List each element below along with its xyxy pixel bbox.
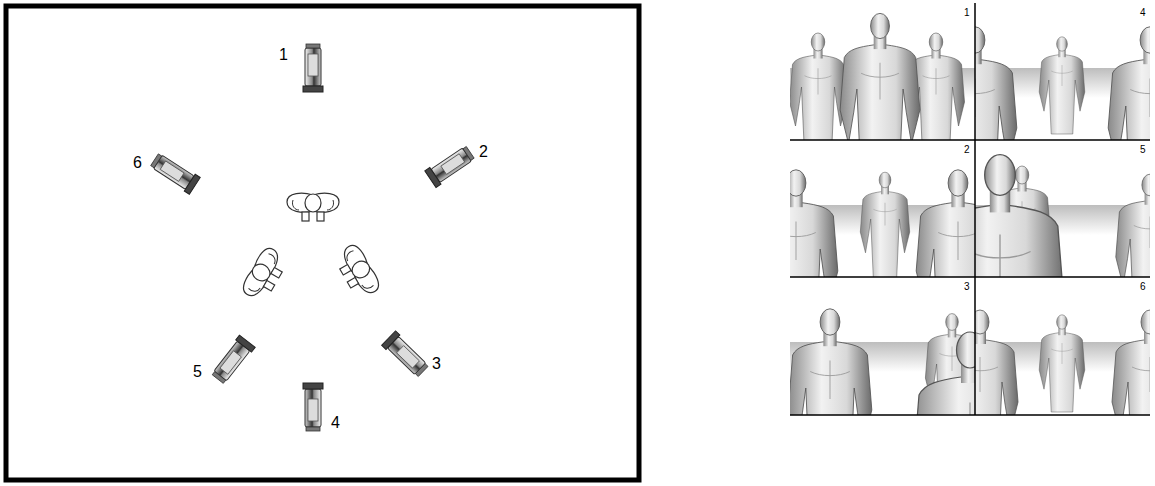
camera-number: 6 [133,155,142,171]
view-number: 1 [964,8,970,18]
camera-number: 1 [279,47,288,63]
figure-top-view [287,193,339,221]
figure-top-view [332,242,382,301]
view-number: 6 [1140,282,1146,292]
camera-number: 3 [432,356,441,372]
view-number: 2 [964,145,970,155]
camera-symbol [382,331,430,379]
camera-symbol [425,144,476,187]
camera-views [754,3,1155,486]
camera-symbol [303,44,323,92]
camera-symbol [149,151,200,194]
view-number: 4 [1140,8,1146,18]
camera-symbol [303,383,323,431]
figure-top-view [240,245,290,304]
camera-symbol [210,335,255,385]
camera-number: 5 [193,364,202,380]
plan-frame [6,6,639,480]
view-number: 3 [964,282,970,292]
camera-number: 4 [331,415,340,431]
view-number: 5 [1140,145,1146,155]
camera-number: 2 [479,144,488,160]
